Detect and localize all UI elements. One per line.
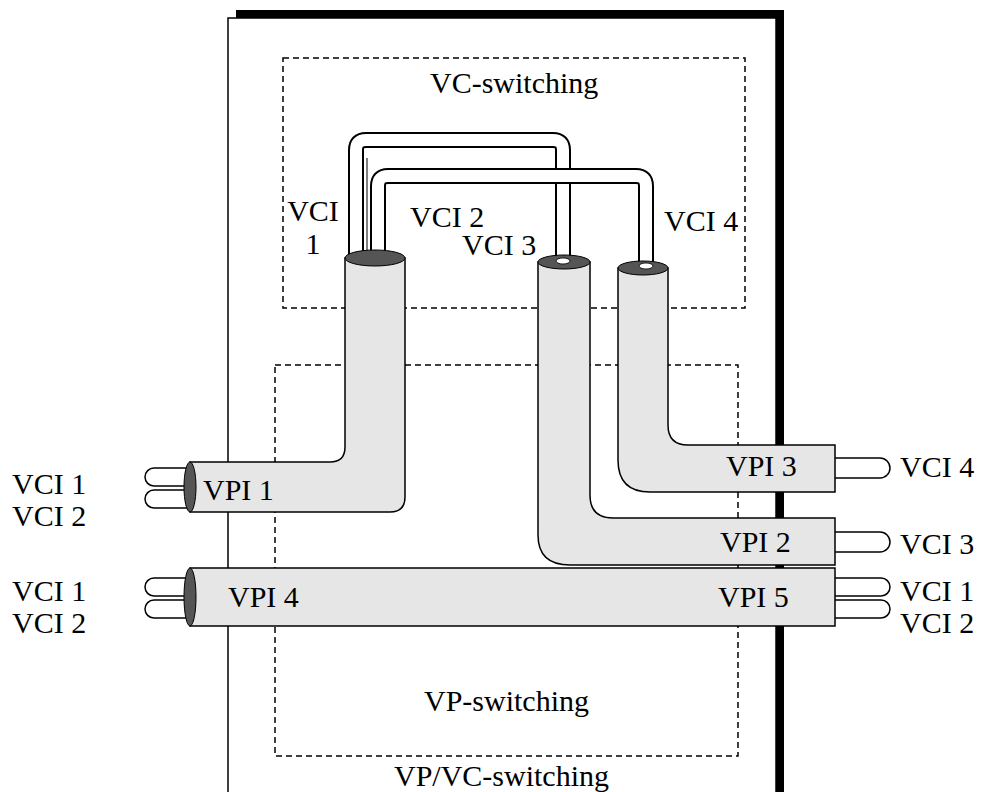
switch-region: VP/VC-switching VC-switchingVP-switching [228, 18, 776, 792]
vpi-label: VPI 3 [726, 449, 797, 482]
region-title: VP-switching [424, 684, 589, 717]
vci-label: VCI 2 [12, 606, 86, 639]
region-title: VC-switching [430, 66, 598, 99]
tube-end [184, 568, 196, 626]
vci-label: VCI 4 [664, 204, 738, 237]
housing-shadow [776, 10, 784, 792]
vci-label: VCI 4 [900, 450, 974, 483]
vpi-label: VPI 1 [203, 473, 274, 506]
vc-end [556, 258, 570, 264]
switch-region: VC-switching [283, 58, 745, 308]
region-title: VP/VC-switching [394, 759, 609, 792]
tube-end [345, 250, 405, 266]
vc-channel [378, 176, 646, 268]
vpi-label: VPI 4 [228, 580, 299, 613]
vci-label: VCI 2 [12, 499, 86, 532]
switch-housing [228, 18, 776, 792]
vp-tube [190, 568, 835, 626]
vc-channel-edge [367, 158, 368, 262]
housing-shadow [236, 10, 784, 18]
vc-channel [356, 140, 563, 262]
tube-end [538, 255, 590, 269]
vpi-label: VPI 2 [720, 525, 791, 558]
vc-channel [378, 176, 646, 268]
tube-end [184, 462, 196, 512]
vc-end [639, 263, 653, 269]
vci-label: VCI 3 [900, 527, 974, 560]
vci-label: VCI 1 [900, 574, 974, 607]
switch-region: VP-switching [275, 365, 738, 756]
vpi-label: VPI 5 [718, 580, 789, 613]
vci-label: VCI 1 [12, 574, 86, 607]
vp-tube [538, 262, 835, 565]
vp-tube [190, 258, 405, 512]
vc-channel [356, 140, 563, 262]
vp-tube [618, 268, 835, 492]
tube-end [618, 261, 668, 275]
vci-label: VCI 3 [462, 228, 536, 261]
vci-label: VCI 2 [900, 606, 974, 639]
vci-label: VCI 1 [285, 194, 341, 260]
vci-label: VCI 1 [12, 467, 86, 500]
